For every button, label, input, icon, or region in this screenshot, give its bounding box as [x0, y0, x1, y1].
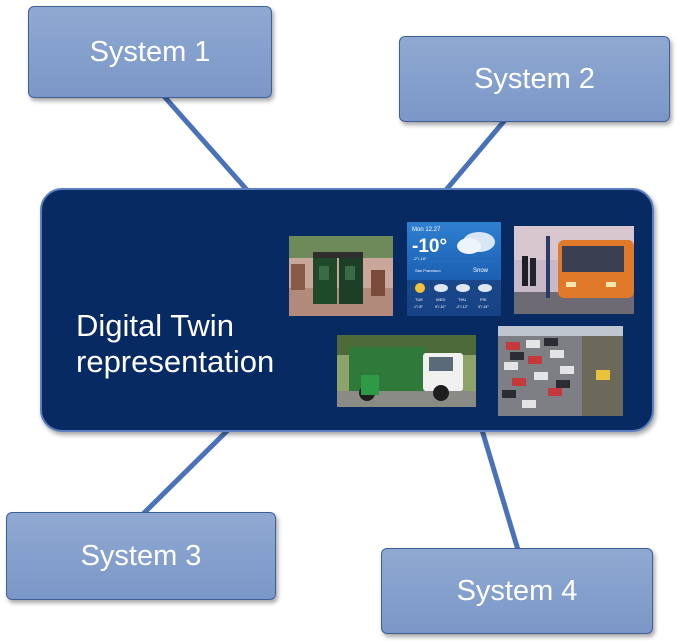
system-3-label: System 3 — [80, 539, 202, 572]
forecast-range-4: 3°/-15° — [478, 305, 489, 309]
weather-temperature: -10° — [412, 236, 447, 257]
system-4-label: System 4 — [456, 574, 578, 607]
system-1-label: System 1 — [89, 35, 211, 68]
traffic-photo — [498, 326, 623, 416]
digital-twin-label-line-2: representation — [76, 344, 275, 379]
forecast-day-1: TUE — [415, 297, 423, 302]
garbage-truck-photo — [337, 335, 476, 407]
waste-bins-photo — [289, 236, 393, 316]
bus-photo — [514, 226, 634, 314]
weather-range: -2°/-16° — [413, 256, 427, 261]
weather-widget: Mon 12.27 -10° -2°/-16° San Francisco Sn… — [407, 222, 501, 316]
system-3-box: System 3 — [6, 512, 276, 600]
connector-system-1 — [160, 92, 249, 192]
forecast-range-3: -2°/-12° — [456, 305, 469, 309]
forecast-range-1: 1°/-8° — [414, 305, 423, 309]
weather-condition: Snow — [473, 268, 489, 274]
digital-twin-box: Digital Twin representation — [40, 188, 654, 432]
system-4-box: System 4 — [381, 548, 653, 634]
digital-twin-label-line-1: Digital Twin — [76, 308, 234, 343]
forecast-day-4: FRI — [480, 297, 486, 302]
forecast-day-2: WED — [436, 297, 445, 302]
connector-system-3 — [141, 428, 230, 516]
digital-twin-label: Digital Twin representation — [76, 308, 274, 380]
connector-system-2 — [444, 118, 507, 192]
system-2-label: System 2 — [474, 62, 595, 95]
weather-location: San Francisco — [415, 268, 441, 273]
system-2-box: System 2 — [399, 36, 670, 122]
connector-system-4 — [479, 429, 521, 551]
forecast-day-3: THU — [458, 297, 466, 302]
forecast-range-2: 5°/-10° — [435, 305, 446, 309]
weather-date: Mon 12.27 — [412, 227, 441, 233]
system-1-box: System 1 — [28, 6, 272, 98]
